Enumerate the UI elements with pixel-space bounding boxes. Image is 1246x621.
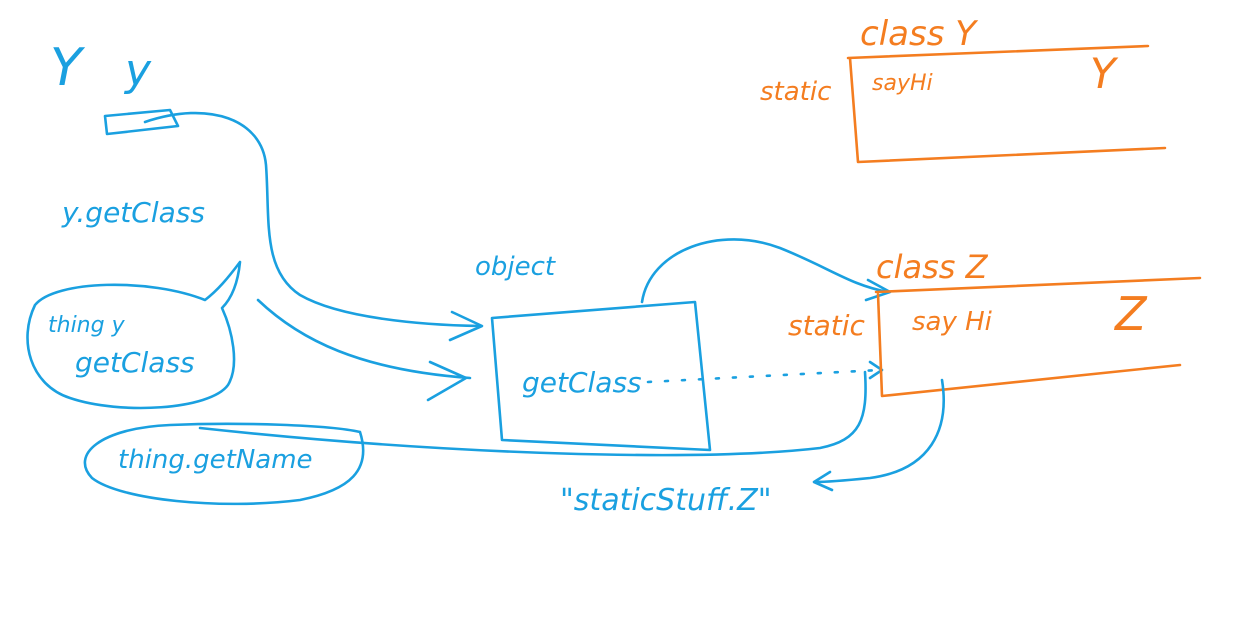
get-name-label: thing.getName <box>118 445 313 475</box>
reference-arrow <box>143 111 482 328</box>
bubble-get-class-label: getClass <box>75 346 195 379</box>
call-get-class-label: y.getClass <box>61 196 205 229</box>
class-y-box <box>846 44 1167 164</box>
variable-slot-box <box>103 108 180 136</box>
class-z-method: say Hi <box>912 307 993 337</box>
object-label: object <box>475 252 556 282</box>
class-pointer-arrow <box>640 238 890 304</box>
result-arrow <box>813 378 945 484</box>
bubble-thing-y-label: thing y <box>48 313 126 338</box>
class-z-header: class Z <box>876 248 989 286</box>
class-y-name: Y <box>1090 49 1119 98</box>
get-class-dotted-link <box>646 368 882 384</box>
call-arrow <box>256 298 472 380</box>
result-string: "staticStuff.Z" <box>560 483 772 518</box>
class-z-modifier: static <box>788 309 865 342</box>
return-line <box>198 370 867 457</box>
class-y-method: sayHi <box>872 71 933 96</box>
declaration-type-label: Y <box>50 38 86 98</box>
object-method-label: getClass <box>522 366 642 399</box>
reference-arrowhead <box>448 310 484 342</box>
class-y-modifier: static <box>760 77 831 107</box>
get-class-bubble <box>26 260 242 410</box>
class-y-header: class Y <box>860 14 978 54</box>
result-arrowhead <box>812 470 834 492</box>
get-name-bubble <box>83 422 365 506</box>
class-z-box <box>874 276 1202 398</box>
declaration-var-label: y <box>123 45 152 96</box>
class-z-name: Z <box>1113 287 1148 341</box>
call-arrowhead <box>426 360 468 402</box>
object-box <box>490 300 712 452</box>
